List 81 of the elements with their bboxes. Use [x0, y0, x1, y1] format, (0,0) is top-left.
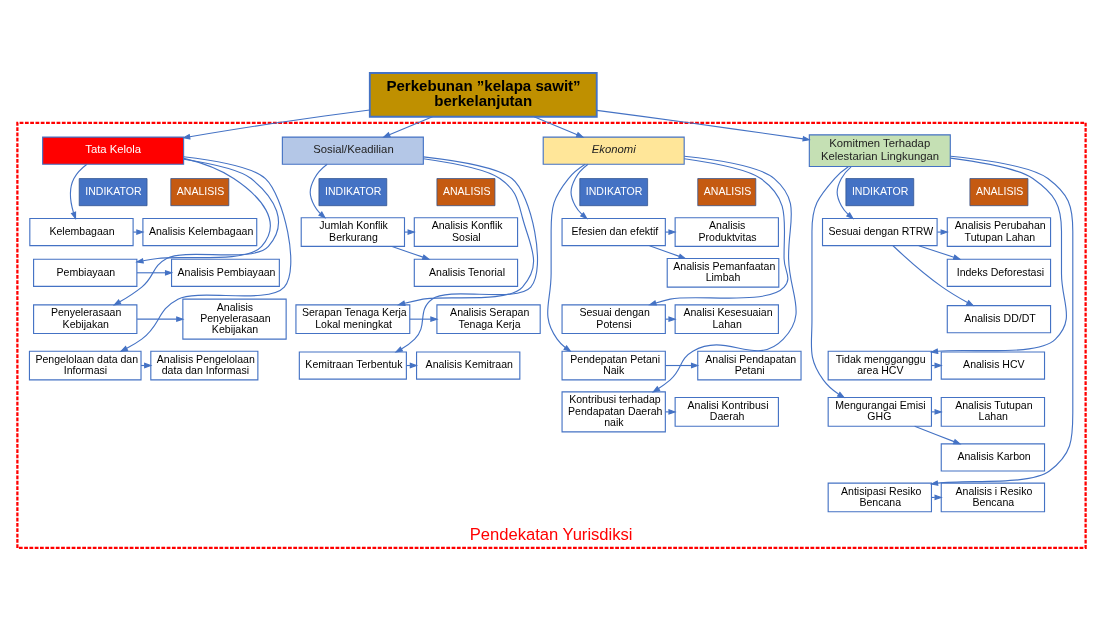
node-box: INDIKATOR — [318, 177, 388, 206]
node-box: Analisi Kesesuaian Lahan — [674, 303, 779, 334]
node-box: Tata Kelola — [42, 136, 185, 165]
node-box: ANALISIS — [969, 177, 1029, 206]
node-box: Komitmen Terhadap Kelestarian Lingkungan — [808, 133, 951, 167]
node-box: Analisis Serapan Tenaga Kerja — [436, 303, 541, 334]
node-box: Mengurangai Emisi GHG — [827, 396, 932, 427]
arrow — [648, 244, 687, 259]
node-box: INDIKATOR — [845, 177, 915, 206]
node-box: Pembiayaan — [33, 258, 138, 287]
arrow — [664, 362, 700, 368]
arrow — [309, 163, 328, 219]
node-box: Analisis Pemanfaatan Limbah — [666, 257, 780, 288]
node-box: INDIKATOR — [579, 177, 648, 206]
node-box: Analisis Kemitraan — [416, 350, 521, 380]
arrow — [547, 163, 586, 352]
node-box: Analisis Tenorial — [413, 258, 519, 287]
node-box: ANALISIS — [170, 177, 230, 206]
arrow — [914, 425, 962, 444]
node-box: Analisis Tutupan Lahan — [940, 396, 1046, 427]
node-box: Analisis HCV — [940, 350, 1046, 380]
node-box: Analisis i Resiko Bencana — [940, 482, 1046, 512]
node-box: Kelembagaan — [29, 217, 134, 246]
node-box: Kontribusi terhadap Pendapatan Daerah naik — [561, 390, 666, 432]
arrow — [394, 155, 538, 353]
arrow — [119, 155, 292, 352]
node-box: Serapan Tenaga Kerja Lokal meningkat — [295, 303, 411, 334]
arrow — [936, 228, 949, 235]
node-box: Kemitraan Terbentuk — [298, 350, 407, 380]
arrow — [570, 163, 589, 219]
node-box: Penyelerasaan Kebijakan — [33, 303, 138, 334]
arrow — [892, 244, 975, 306]
arrow — [405, 362, 419, 368]
arrow — [836, 165, 855, 219]
arrow — [930, 408, 943, 415]
arrow — [69, 163, 88, 220]
arrow — [596, 109, 811, 142]
arrow — [136, 315, 185, 322]
arrow — [810, 165, 850, 398]
node-box: Indeks Deforestasi — [946, 258, 1052, 287]
arrow — [918, 244, 962, 260]
arrow — [648, 157, 789, 306]
node-box: Perkebunan ”kelapa sawit” berkelanjutan — [368, 71, 598, 118]
node-box: ANALISIS — [697, 177, 757, 206]
arrow — [132, 228, 145, 235]
node-box: Analisis Pembiayaan — [171, 258, 280, 287]
node-box: Pengelolaan data dan Informasi — [28, 350, 142, 380]
node-box: Sesuai dengan Potensi — [561, 303, 666, 334]
arrow — [181, 108, 371, 140]
node-box: Ekonomi — [542, 136, 685, 165]
arrow — [403, 228, 416, 235]
node-box: Analisis Perubahan Tutupan Lahan — [946, 216, 1052, 247]
node-box: Analisi Pendapatan Petani — [697, 350, 802, 380]
node-box: Antisipasi Resiko Bencana — [827, 482, 932, 512]
node-box: Analisis Pengelolaan data dan Informasi — [150, 350, 259, 380]
arrow — [664, 408, 677, 415]
node-box: Analisis Produktvitas — [674, 216, 779, 247]
node-box: Jumlah Konflik Berkurang — [300, 216, 406, 247]
node-box: Sesuai dengan RTRW — [821, 217, 938, 246]
node-box: Analisis Penyelerasaan Kebijakan — [182, 298, 287, 340]
node-box: Efesien dan efektif — [561, 217, 666, 246]
arrow — [391, 245, 431, 260]
node-box: ANALISIS — [436, 177, 496, 206]
node-box: INDIKATOR — [78, 177, 148, 206]
node-box: Sosial/Keadilian — [281, 136, 424, 165]
arrow — [135, 157, 271, 264]
node-box: Analisis Konflik Sosial — [413, 216, 519, 247]
node-box: Analisi Kontribusi Daerah — [674, 396, 779, 427]
node-box: Pendepatan Petani Naik — [561, 350, 666, 380]
node-box: Analisis Kelembagaan — [142, 217, 258, 246]
arrow — [397, 157, 535, 306]
arrow — [533, 115, 585, 138]
node-box: Analisis DD/DT — [946, 304, 1052, 333]
arrow — [409, 315, 439, 322]
arrow — [929, 157, 1068, 354]
arrow — [382, 115, 434, 138]
arrow — [651, 155, 797, 393]
node-box: Tidak mengganggu area HCV — [827, 350, 932, 380]
arrow — [136, 269, 174, 276]
node-box: Analisis Karbon — [940, 442, 1046, 472]
arrow — [664, 228, 677, 235]
